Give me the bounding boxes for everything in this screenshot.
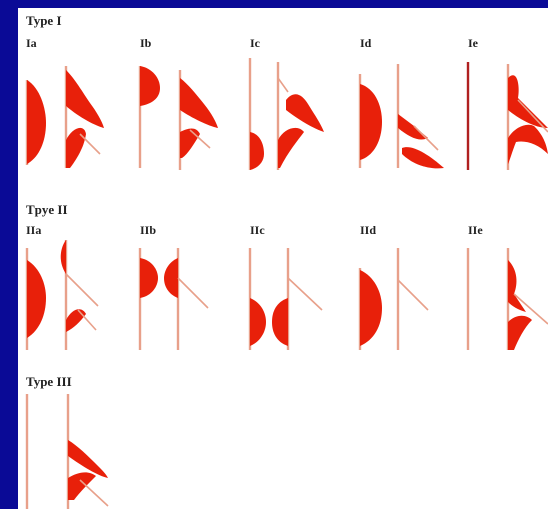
- label-IId: IId: [360, 223, 376, 237]
- diagram-IIc: [250, 248, 322, 350]
- fill-lower: [508, 125, 548, 164]
- fill-upper: [68, 440, 108, 478]
- fill-lower: [180, 129, 200, 159]
- label-Ib: Ib: [140, 36, 152, 50]
- fill-upper: [508, 260, 526, 312]
- fill-lower: [66, 128, 86, 168]
- fill-upper: [66, 70, 104, 128]
- diagram-Ie: [468, 62, 548, 170]
- diagram-IId: [360, 248, 428, 350]
- diagram-IIa: [27, 240, 98, 350]
- branch-line: [178, 278, 208, 308]
- branch-line: [278, 78, 288, 92]
- fill-right: [272, 298, 288, 346]
- section-title: Tpye II: [26, 202, 68, 217]
- diagram-Ib: [140, 66, 218, 170]
- label-IIc: IIc: [250, 223, 265, 237]
- fill-left: [250, 132, 264, 170]
- branch-line: [66, 274, 98, 306]
- diagram-III: [27, 394, 108, 509]
- fill-upper: [508, 75, 548, 128]
- section-type-1: Type I Ia Ib Ic Id Ie: [26, 13, 548, 170]
- label-IIa: IIa: [26, 223, 41, 237]
- fill-left: [250, 298, 266, 346]
- fill-lower: [66, 309, 86, 332]
- diagram-IIe: [468, 248, 548, 350]
- section-title: Type I: [26, 13, 62, 28]
- branch-line: [80, 480, 108, 506]
- label-Id: Id: [360, 36, 372, 50]
- fill-left: [360, 270, 382, 346]
- fill-left: [360, 84, 382, 160]
- diagram-Ic: [250, 58, 324, 170]
- diagram-Ia: [27, 66, 104, 168]
- diagram-IIb: [140, 248, 208, 350]
- fill-upper: [180, 78, 218, 128]
- fill-lower: [402, 147, 444, 168]
- fill-lower: [278, 128, 304, 168]
- section-type-3: Type III: [26, 374, 108, 509]
- fill-left: [27, 80, 46, 164]
- section-type-2: Tpye II IIa IIb IIc IId IIe: [26, 202, 548, 350]
- label-Ie: Ie: [468, 36, 479, 50]
- classification-diagram: Type I Ia Ib Ic Id Ie: [18, 8, 548, 509]
- branch-line: [398, 280, 428, 310]
- fill-right: [164, 258, 178, 298]
- section-title: Type III: [26, 374, 72, 389]
- fill-left: [140, 258, 158, 298]
- fill-lower: [508, 316, 532, 350]
- fill-upper: [286, 94, 324, 132]
- label-IIb: IIb: [140, 223, 156, 237]
- diagram-Id: [360, 64, 444, 168]
- branch-line: [288, 278, 322, 310]
- fill-upper: [61, 240, 66, 274]
- label-IIe: IIe: [468, 223, 483, 237]
- fill-left: [27, 260, 46, 338]
- label-Ia: Ia: [26, 36, 37, 50]
- fill-left: [140, 66, 160, 106]
- fill-lower: [68, 472, 96, 500]
- figure-panel: Type I Ia Ib Ic Id Ie: [18, 8, 548, 509]
- label-Ic: Ic: [250, 36, 261, 50]
